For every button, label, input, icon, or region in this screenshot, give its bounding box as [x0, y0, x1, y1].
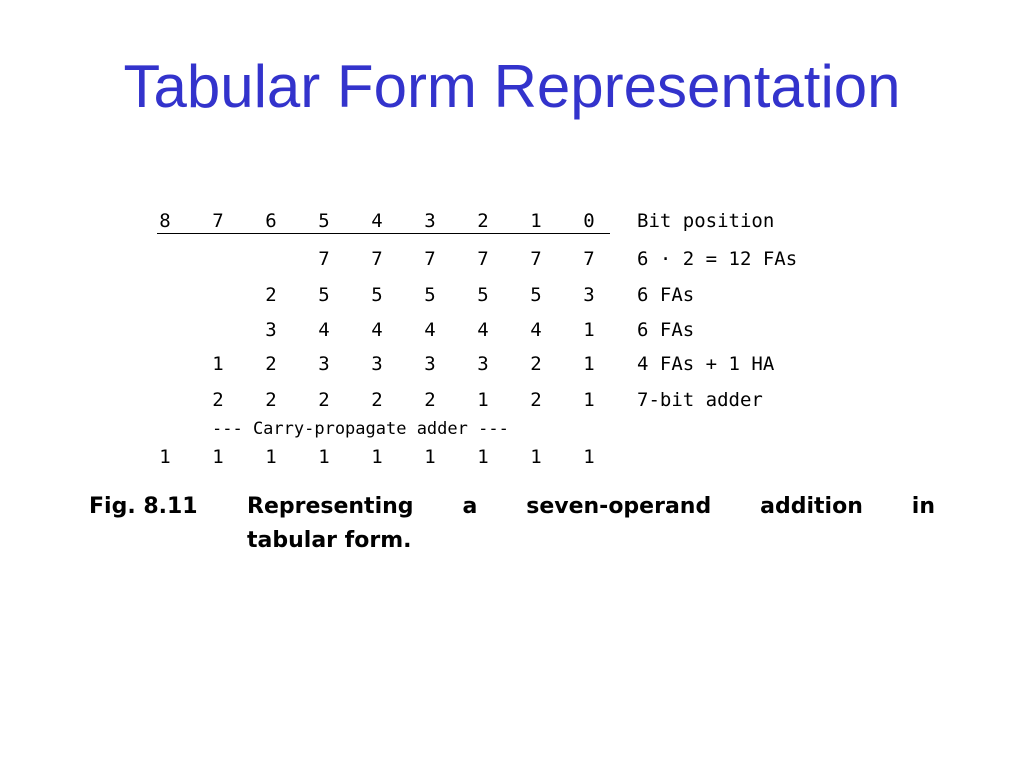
result-cell: 1 [477, 446, 489, 468]
result-cell: 1 [318, 446, 330, 468]
table-cell: 5 [530, 284, 542, 306]
table-cell: 1 [583, 389, 595, 411]
table-cell: 7 [318, 248, 330, 270]
table-cell: 2 [371, 389, 383, 411]
table-cell: 2 [530, 389, 542, 411]
row-note: 6 FAs [637, 284, 695, 306]
table-cell: 4 [318, 319, 330, 341]
table-cell: 3 [318, 353, 330, 375]
table-cell: 1 [583, 353, 595, 375]
bit-position-header-cell: 7 [212, 210, 224, 232]
bit-position-header-cell: 4 [371, 210, 383, 232]
row-note: 4 FAs + 1 HA [637, 353, 775, 375]
table-cell: 7 [424, 248, 436, 270]
table-cell: 2 [265, 389, 277, 411]
table-cell: 5 [371, 284, 383, 306]
header-underline [157, 233, 610, 234]
slide-title: Tabular Form Representation [123, 53, 901, 120]
table-cell: 5 [424, 284, 436, 306]
bit-position-header-cell: 5 [318, 210, 330, 232]
bit-position-header-cell: 2 [477, 210, 489, 232]
table-cell: 5 [477, 284, 489, 306]
table-cell: 4 [371, 319, 383, 341]
table-cell: 1 [477, 389, 489, 411]
table-cell: 2 [212, 389, 224, 411]
figure-label: Fig. 8.11 [89, 494, 198, 519]
table-cell: 3 [424, 353, 436, 375]
row-note: 6 FAs [637, 319, 695, 341]
table-cell: 1 [583, 319, 595, 341]
result-cell: 1 [159, 446, 171, 468]
result-cell: 1 [530, 446, 542, 468]
bit-position-header-cell: 1 [530, 210, 542, 232]
figure-caption-line-2: tabular form. [247, 528, 412, 553]
result-cell: 1 [212, 446, 224, 468]
table-cell: 2 [424, 389, 436, 411]
table-cell: 3 [583, 284, 595, 306]
bit-position-header-cell: 0 [583, 210, 595, 232]
table-cell: 1 [212, 353, 224, 375]
table-cell: 7 [477, 248, 489, 270]
bit-position-header-cell: 8 [159, 210, 171, 232]
carry-propagate-label: --- Carry-propagate adder --- [212, 419, 509, 439]
table-cell: 7 [583, 248, 595, 270]
table-cell: 3 [371, 353, 383, 375]
table-cell: 2 [530, 353, 542, 375]
row-note: 6 · 2 = 12 FAs [637, 248, 798, 270]
result-cell: 1 [583, 446, 595, 468]
table-cell: 4 [530, 319, 542, 341]
figure-caption: Representing a seven-operand addition in… [247, 490, 935, 558]
header-note: Bit position [637, 210, 775, 232]
table-cell: 7 [371, 248, 383, 270]
table-cell: 2 [265, 284, 277, 306]
row-note: 7-bit adder [637, 389, 763, 411]
result-cell: 1 [265, 446, 277, 468]
result-cell: 1 [424, 446, 436, 468]
table-cell: 5 [318, 284, 330, 306]
result-cell: 1 [371, 446, 383, 468]
table-cell: 7 [530, 248, 542, 270]
figure-caption-line-1: Representing a seven-operand addition in [247, 494, 935, 519]
table-cell: 4 [477, 319, 489, 341]
table-cell: 2 [318, 389, 330, 411]
bit-position-header-cell: 6 [265, 210, 277, 232]
table-cell: 3 [265, 319, 277, 341]
table-cell: 4 [424, 319, 436, 341]
table-cell: 3 [477, 353, 489, 375]
bit-position-header-cell: 3 [424, 210, 436, 232]
table-cell: 2 [265, 353, 277, 375]
